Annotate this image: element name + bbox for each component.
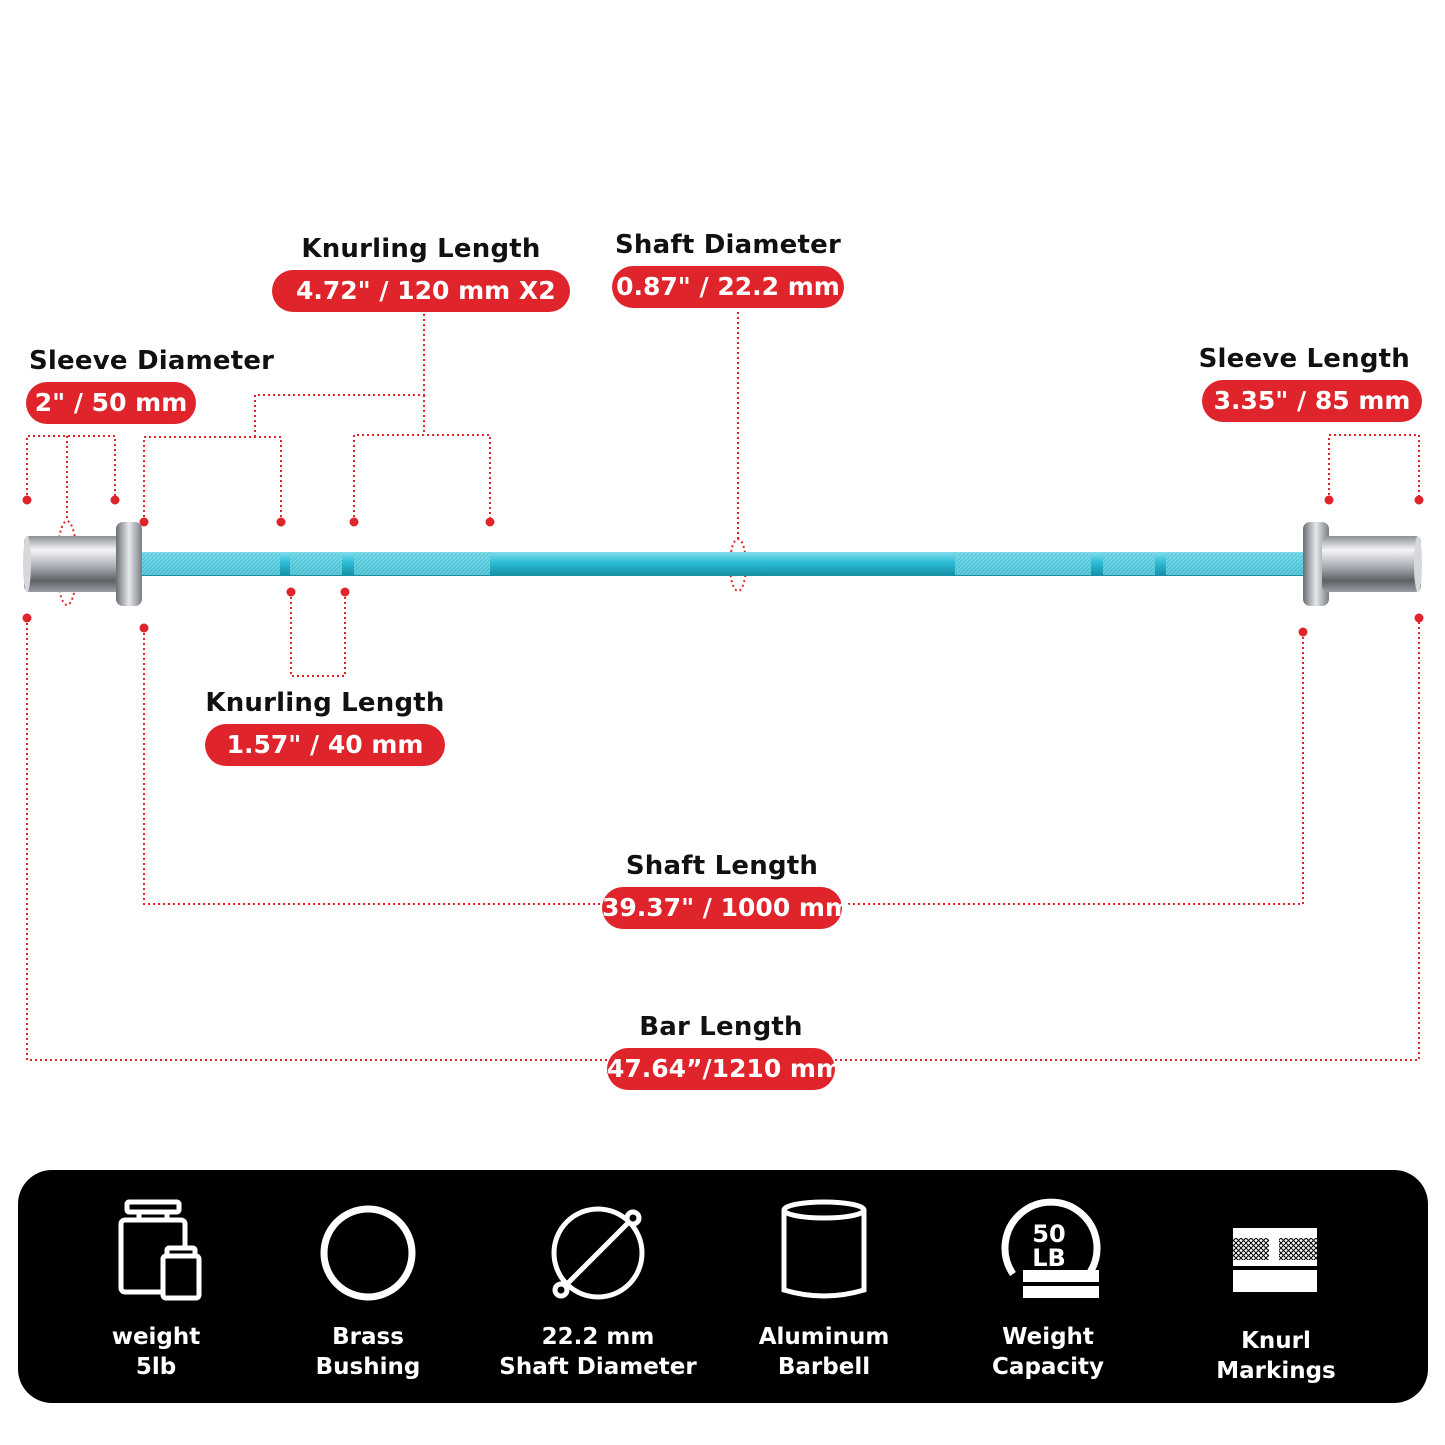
feature-shaft-diameter-label: 22.2 mm Shaft Diameter — [499, 1324, 697, 1380]
capacity-badge-bottom: LB — [1032, 1244, 1066, 1272]
feature-brass-bushing: Brass Bushing — [258, 1198, 478, 1382]
bar-length-title: Bar Length — [639, 1012, 803, 1042]
right-sleeve — [1322, 536, 1421, 592]
bar-length-value: 47.64”/1210 mm — [607, 1048, 842, 1090]
capacity-icon: 50 LB — [1001, 1198, 1101, 1298]
feature-shaft-diameter: 22.2 mm Shaft Diameter — [488, 1198, 708, 1382]
left-collar — [116, 522, 142, 606]
shaft-diameter-callout: Shaft Diameter 0.87" / 22.2 mm — [612, 230, 844, 308]
knurl-zone-left-inner — [354, 553, 490, 575]
knurl-zone-right-center — [1103, 553, 1155, 575]
sleeve-length-callout: Sleeve Length 3.35" / 85 mm — [1196, 344, 1422, 422]
knurling-length-bottom-value: 1.57" / 40 mm — [205, 724, 445, 766]
feature-aluminum-barbell: Aluminum Barbell — [714, 1198, 934, 1382]
shaft-length-value: 39.37" / 1000 mm — [602, 887, 851, 929]
feature-knurl-markings: Knurl Markings — [1166, 1198, 1386, 1386]
knurling-length-bottom-callout: Knurling Length 1.57" / 40 mm — [205, 688, 445, 766]
shaft-length-title: Shaft Length — [625, 851, 819, 881]
dimension-dots — [22, 495, 1424, 637]
knurling-length-top-value: 4.72" / 120 mm X2 — [272, 270, 570, 312]
weights-icon — [118, 1199, 202, 1301]
feature-knurl-markings-label: Knurl Markings — [1216, 1328, 1336, 1384]
knurling-length-bottom-title: Knurling Length — [205, 688, 445, 718]
capacity-badge-top: 50 — [1032, 1220, 1065, 1248]
left-sleeve — [24, 536, 122, 592]
knurling-length-top-title: Knurling Length — [301, 234, 541, 264]
diameter-icon — [551, 1206, 645, 1300]
feature-weight-capacity-label: Weight Capacity — [992, 1324, 1104, 1380]
feature-weight: weight 5lb — [46, 1198, 266, 1382]
feature-aluminum-barbell-label: Aluminum Barbell — [758, 1324, 890, 1380]
knurling-length-top-callout: Knurling Length 4.72" / 120 mm X2 — [272, 234, 570, 312]
cylinder-icon — [781, 1199, 867, 1299]
knurl-zone-right — [1166, 553, 1306, 575]
sleeve-length-title: Sleeve Length — [1198, 344, 1410, 374]
sleeve-diameter-value: 2" / 50 mm — [26, 382, 196, 424]
knurl-zone-left — [140, 553, 280, 575]
sleeve-diameter-title: Sleeve Diameter — [29, 346, 275, 376]
knurl-zone-left-center — [290, 553, 342, 575]
sleeve-diameter-callout: Sleeve Diameter 2" / 50 mm — [26, 346, 275, 424]
sleeve-length-value: 3.35" / 85 mm — [1202, 380, 1422, 422]
knurl-icon — [1233, 1228, 1317, 1292]
ring-icon — [320, 1205, 416, 1301]
dimension-lines — [26, 312, 1420, 1061]
feature-weight-label: weight 5lb — [111, 1324, 201, 1380]
shaft-diameter-title: Shaft Diameter — [614, 230, 842, 260]
bar-length-callout: Bar Length 47.64”/1210 mm — [606, 1012, 842, 1090]
feature-weight-capacity: 50 LB Weight Capacity — [938, 1198, 1158, 1382]
feature-panel: weight 5lb Brass Bushing 22.2 mm Shaft D… — [18, 1170, 1428, 1403]
shaft-length-callout: Shaft Length 39.37" / 1000 mm — [602, 851, 851, 929]
feature-brass-bushing-label: Brass Bushing — [315, 1324, 421, 1380]
shaft-diameter-value: 0.87" / 22.2 mm — [612, 266, 844, 308]
knurl-zone-right-inner — [955, 553, 1091, 575]
barbell — [23, 522, 1422, 606]
